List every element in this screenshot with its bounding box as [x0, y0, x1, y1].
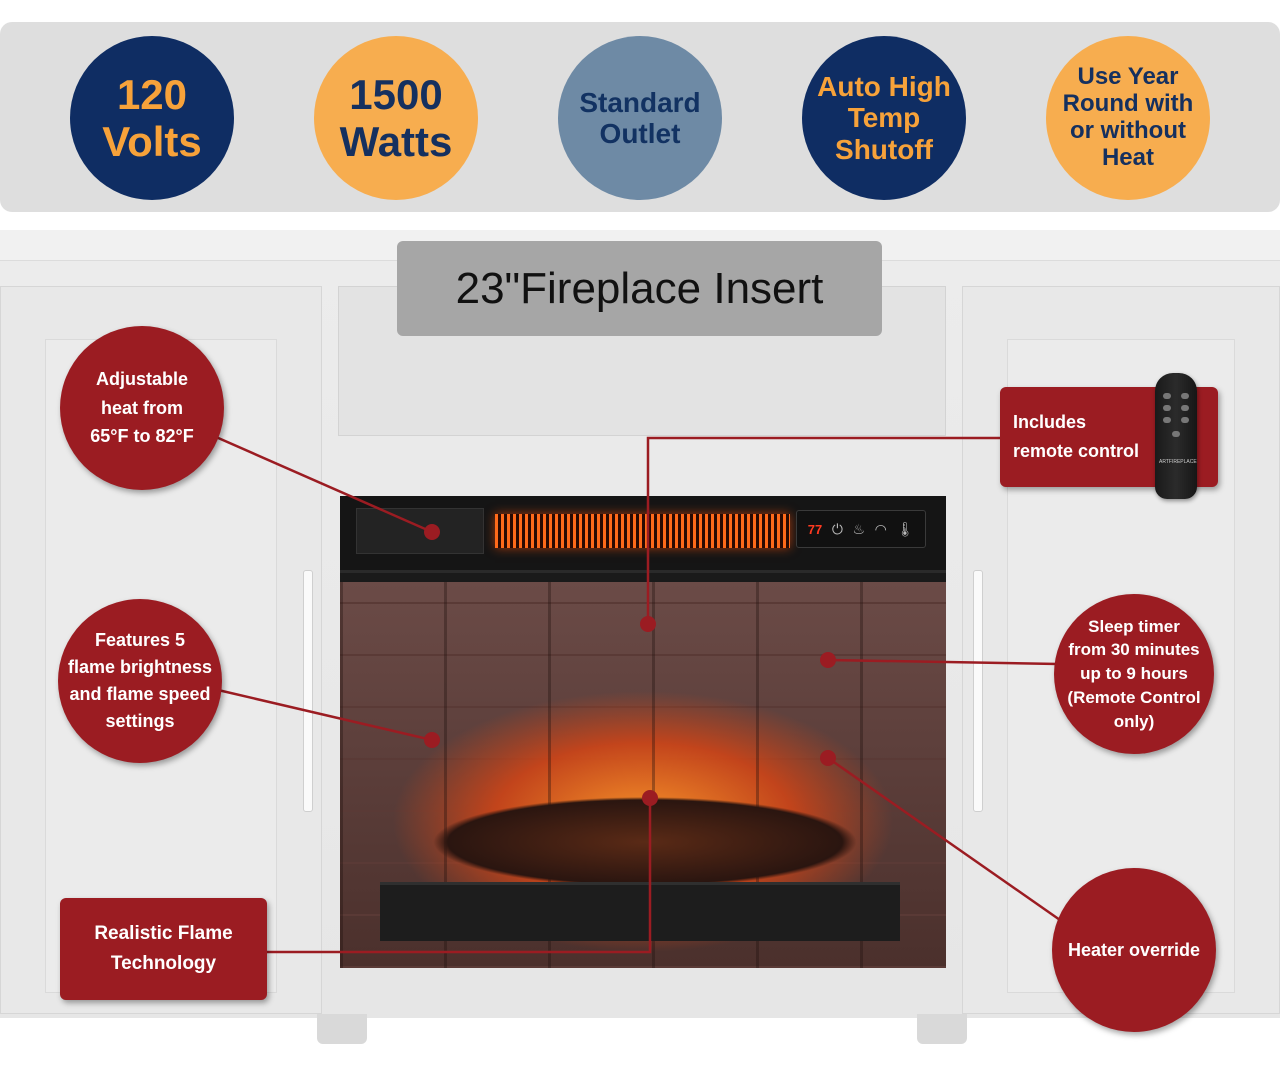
remote-button [1181, 417, 1189, 423]
fireplace-vent [356, 508, 484, 554]
power-icon[interactable]: ⏻ [831, 520, 843, 537]
marker-remote [640, 616, 656, 632]
remote-button [1172, 431, 1180, 437]
callout-adjustable-heat: Adjustable heat from 65°F to 82°F [60, 326, 224, 490]
temperature-display: 77 [807, 521, 823, 537]
remote-button [1181, 405, 1189, 411]
badge-voltage: 120 Volts [70, 36, 234, 200]
remote-control-image: ARTFIREPLACE [1155, 373, 1197, 499]
gauge-icon[interactable]: ◠ [874, 520, 887, 537]
flame-icon[interactable]: ♨ [852, 520, 866, 537]
callout-heater-override: Heater override [1052, 868, 1216, 1032]
marker-heater-override [820, 750, 836, 766]
product-title: 23"Fireplace Insert [397, 241, 882, 336]
badge-year-round: Use Year Round with or without Heat [1046, 36, 1210, 200]
infrared-heater-element [495, 514, 790, 548]
thermometer-icon[interactable]: 🌡 [896, 520, 915, 537]
marker-heater [424, 524, 440, 540]
right-door-handle [973, 570, 983, 812]
marker-logs [642, 790, 658, 806]
badge-wattage: 1500 Watts [314, 36, 478, 200]
remote-button [1163, 393, 1171, 399]
remote-button [1163, 405, 1171, 411]
left-door-handle [303, 570, 313, 812]
floor [0, 1018, 1280, 1074]
remote-brand-logo: ARTFIREPLACE [1159, 459, 1197, 465]
callout-realistic-flame: Realistic Flame Technology [60, 898, 267, 1000]
remote-button [1163, 417, 1171, 423]
marker-sleep-timer [820, 652, 836, 668]
cabinet-foot-left [317, 1014, 367, 1044]
firebox [340, 582, 946, 968]
badge-auto-shutoff: Auto High Temp Shutoff [802, 36, 966, 200]
callout-flame-settings: Features 5 flame brightness and flame sp… [58, 599, 222, 763]
remote-button [1181, 393, 1189, 399]
fireplace-control-panel: 77 ⏻ ♨ ◠ 🌡 [796, 510, 926, 548]
badge-outlet: Standard Outlet [558, 36, 722, 200]
callout-sleep-timer: Sleep timer from 30 minutes up to 9 hour… [1054, 594, 1214, 754]
log-grate [380, 882, 900, 941]
cabinet-foot-right [917, 1014, 967, 1044]
marker-flame [424, 732, 440, 748]
